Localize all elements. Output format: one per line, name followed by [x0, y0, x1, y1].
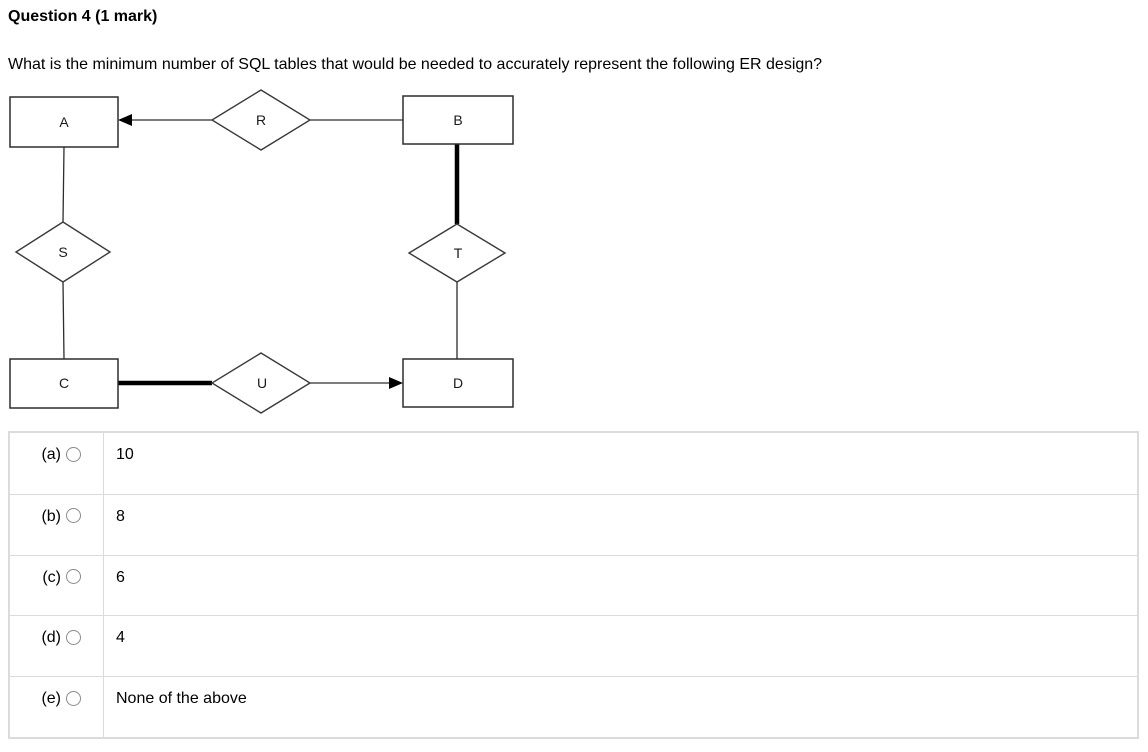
option-key: (d) [41, 629, 61, 647]
relationship-r-diamond [210, 89, 312, 151]
edge-a-to-s [62, 146, 65, 223]
option-label-cell: (e) [10, 677, 104, 737]
entity-b-label: B [453, 112, 462, 128]
relationship-s-diamond [14, 221, 112, 283]
option-key: (a) [41, 446, 61, 463]
option-row-d: (d) 4 [10, 615, 1137, 677]
radio-button-e[interactable] [66, 690, 81, 706]
option-label-cell: (d) [10, 616, 104, 677]
answer-options-table: (a) 10 (b) 8 (c) 6 [8, 431, 1139, 739]
option-key: (c) [42, 568, 61, 586]
relationship-u-label: U [257, 375, 267, 391]
relationship-t-label: T [454, 245, 463, 261]
radio-button-c[interactable] [66, 569, 81, 585]
option-key: (e) [41, 690, 61, 708]
option-row-c: (c) 6 [10, 554, 1137, 616]
relationship-t-diamond [407, 223, 507, 283]
radio-button-d[interactable] [66, 629, 81, 645]
entity-d-box [402, 358, 514, 408]
option-row-e: (e) None of the above [10, 676, 1137, 737]
radio-button-b[interactable] [66, 508, 81, 524]
option-key: (b) [41, 507, 61, 525]
entity-a-label: A [59, 114, 69, 130]
option-text-cell: 6 [104, 556, 1137, 616]
radio-button-a[interactable] [66, 446, 81, 462]
arrowhead-into-d-icon [389, 377, 403, 389]
option-text: None of the above [116, 690, 247, 708]
question-prompt: What is the minimum number of SQL tables… [8, 56, 823, 73]
entity-c-label: C [59, 375, 69, 391]
option-text-cell: 4 [104, 616, 1137, 676]
entity-a-box [9, 96, 119, 148]
option-text: 10 [116, 446, 134, 463]
entity-d-label: D [453, 375, 463, 391]
relationship-u-diamond [210, 352, 312, 414]
er-diagram: A B C D R S T U [9, 89, 514, 414]
option-text: 6 [116, 568, 125, 586]
relationship-s-label: S [58, 244, 67, 260]
arrowhead-into-a-icon [118, 114, 132, 126]
option-row-b: (b) 8 [10, 493, 1137, 555]
relationship-r-label: R [256, 112, 266, 128]
option-text-cell: None of the above [104, 677, 1137, 737]
option-text: 8 [116, 507, 125, 525]
question-title: Question 4 (1 mark) [8, 8, 158, 25]
option-label-cell: (c) [10, 555, 104, 616]
option-text-cell: 10 [104, 433, 1137, 494]
entity-b-box [402, 95, 514, 145]
option-text: 4 [116, 629, 125, 647]
option-label-cell: (b) [10, 494, 104, 555]
option-text-cell: 8 [104, 495, 1137, 555]
entity-c-box [9, 358, 119, 409]
option-row-a: (a) 10 [10, 433, 1137, 494]
option-label-cell: (a) [10, 433, 104, 494]
edge-s-to-c [62, 281, 65, 360]
